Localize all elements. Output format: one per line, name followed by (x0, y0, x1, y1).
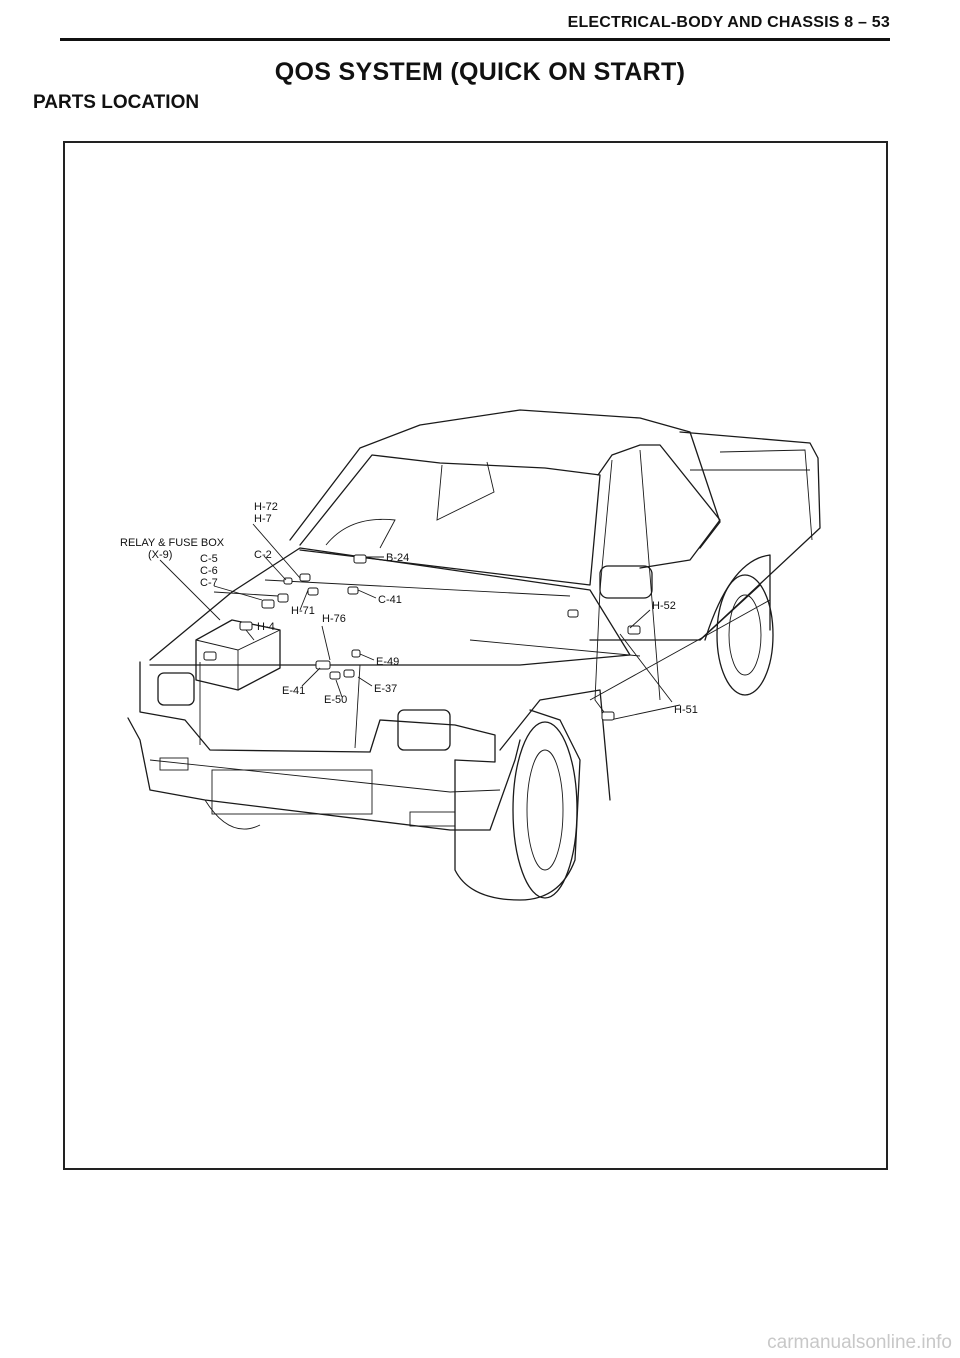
callout-h52: H-52 (652, 600, 676, 612)
callout-c7: C-7 (200, 577, 218, 589)
rear-wheel (716, 574, 774, 696)
callout-e37: E-37 (374, 683, 397, 695)
callout-h71: H-71 (291, 605, 315, 617)
pickup-bed (679, 431, 821, 641)
callout-relay-fuse-box-id: (X-9) (148, 549, 172, 561)
front-fascia (139, 661, 496, 763)
connectors (203, 554, 641, 721)
front-wheel (512, 721, 578, 899)
watermark: carmanualsonline.info (767, 1332, 952, 1353)
callout-c5: C-5 (200, 553, 218, 565)
leader-lines (159, 523, 673, 703)
battery (195, 619, 281, 691)
callout-e41: E-41 (282, 685, 305, 697)
parts-location-figure: H-72 H-7 RELAY & FUSE BOX (X-9) C-5 C-6 … (63, 141, 888, 1170)
callout-c2: C-2 (254, 549, 272, 561)
right-headlight (397, 709, 451, 751)
left-headlight (157, 672, 195, 706)
callout-e50: E-50 (324, 694, 347, 706)
callout-h4: H-4 (257, 621, 275, 633)
side-mirror (599, 565, 653, 599)
callout-c6: C-6 (200, 565, 218, 577)
page-title: QOS SYSTEM (QUICK ON START) (274, 58, 686, 86)
callout-e49: E-49 (376, 656, 399, 668)
header-rule (60, 38, 890, 41)
running-head: ELECTRICAL-BODY AND CHASSIS 8 – 53 (567, 14, 890, 31)
section-title: PARTS LOCATION (33, 92, 200, 113)
callout-c41: C-41 (378, 594, 402, 606)
hood (149, 547, 631, 666)
callout-h72: H-72 (254, 501, 278, 513)
callout-relay-fuse-box: RELAY & FUSE BOX (120, 537, 225, 549)
windshield (299, 454, 601, 586)
callout-labels: H-72 H-7 RELAY & FUSE BOX (X-9) C-5 C-6 … (120, 501, 698, 716)
callout-h7: H-7 (254, 513, 272, 525)
cab-roof (289, 409, 721, 549)
callout-b24: B-24 (386, 552, 409, 564)
callout-h51: H-51 (674, 704, 698, 716)
truck-line-drawing: H-72 H-7 RELAY & FUSE BOX (X-9) C-5 C-6 … (120, 409, 821, 901)
callout-h76: H-76 (322, 613, 346, 625)
front-bumper (127, 717, 521, 831)
